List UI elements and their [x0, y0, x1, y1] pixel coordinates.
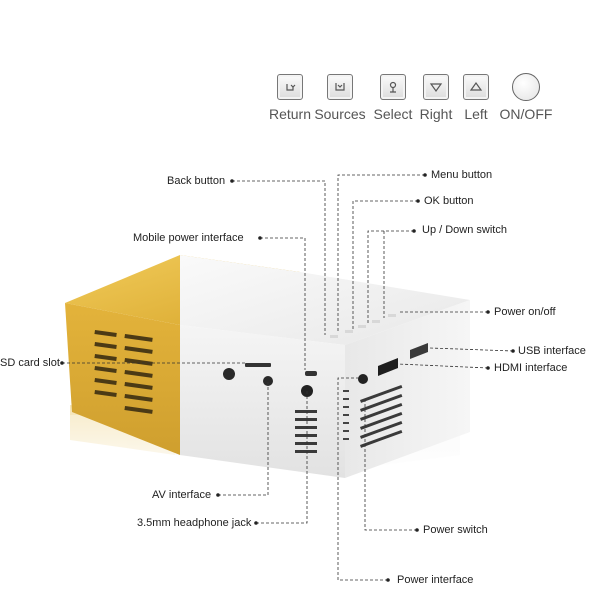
usb-port [410, 343, 428, 359]
right-label: Right [419, 106, 453, 122]
return-button-legend: Return [260, 72, 320, 124]
mobile-power-port [305, 371, 317, 376]
power-interface-port [358, 374, 368, 384]
side-switch-marks [343, 390, 349, 440]
left-label: Left [464, 106, 488, 122]
av-port [263, 376, 273, 386]
select-button-legend: Select [363, 72, 423, 124]
power-interface-callout: Power interface [397, 574, 474, 586]
white-side-panel [345, 300, 470, 478]
sources-label: Sources [314, 106, 366, 122]
up-triangle-icon [463, 74, 489, 100]
return-icon [277, 74, 303, 100]
up-down-switch-callout: Up / Down switch [422, 224, 507, 236]
leader-dots [60, 173, 515, 582]
return-label: Return [268, 106, 312, 122]
select-label: Select [373, 106, 413, 122]
av-callout: AV interface [152, 489, 212, 501]
sources-button-legend: Sources [310, 72, 370, 124]
onoff-label: ON/OFF [499, 106, 553, 122]
button-legend: Return Sources Select Right Left ON/OFF [262, 72, 562, 124]
top-control-buttons [330, 314, 396, 338]
left-button-legend: Left [446, 72, 506, 124]
sources-icon [327, 74, 353, 100]
select-icon [380, 74, 406, 100]
hdmi-callout: HDMI interface [494, 362, 568, 374]
right-button-legend: Right [406, 72, 466, 124]
hdmi-port [378, 358, 398, 376]
headphone-callout: 3.5mm headphone jack [137, 517, 252, 529]
power-switch-callout: Power switch [423, 524, 488, 536]
down-triangle-icon [423, 74, 449, 100]
power-round-icon [512, 73, 540, 101]
back-button-callout: Back button [167, 175, 226, 187]
power-onoff-callout: Power on/off [494, 306, 556, 318]
sd-card-slot [245, 363, 271, 367]
mobile-power-callout: Mobile power interface [133, 232, 244, 244]
onoff-button-legend: ON/OFF [496, 72, 556, 124]
white-front-panel [180, 325, 345, 478]
usb-callout: USB interface [518, 345, 586, 357]
ok-button-callout: OK button [424, 195, 474, 207]
leader-lines [62, 174, 514, 581]
side-vents [359, 384, 403, 448]
yellow-vents [94, 330, 153, 414]
sd-slot-hole [223, 368, 235, 380]
menu-button-callout: Menu button [431, 169, 493, 181]
sd-card-callout: SD card slot [0, 357, 60, 369]
front-vents [295, 410, 317, 453]
